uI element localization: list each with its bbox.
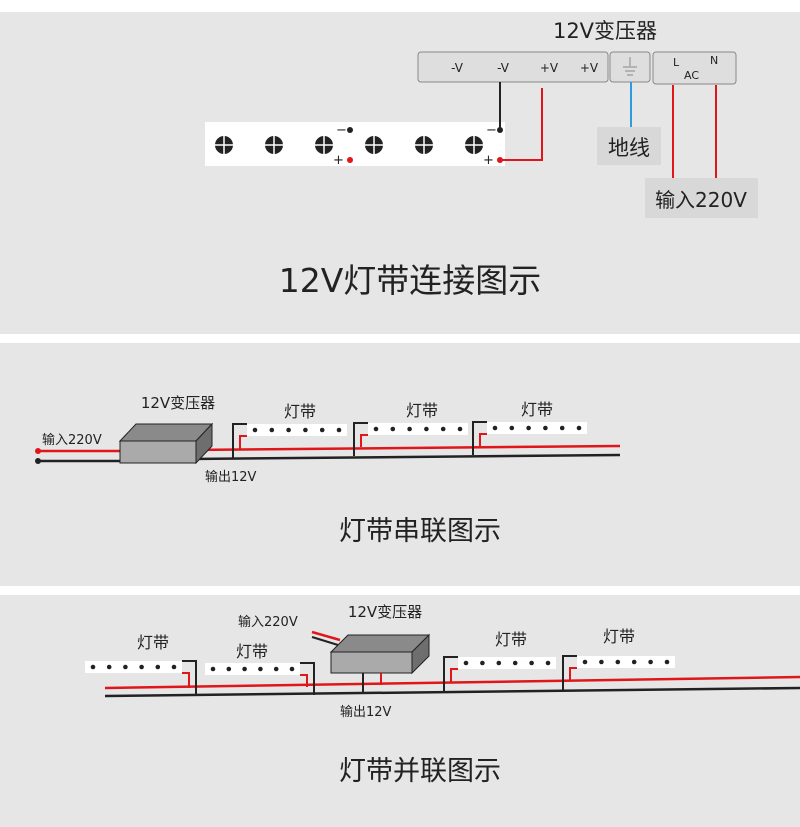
strip-label: 灯带 <box>521 400 553 419</box>
parallel-diagram: 12V变压器 输入220V 输出12V 灯带 灯带 灯带 灯带 灯带并联图示 <box>85 603 800 787</box>
strip-label: 灯带 <box>495 630 527 649</box>
strip-label: 灯带 <box>284 402 316 421</box>
led-pads <box>215 136 483 154</box>
transformer-label: 12V变压器 <box>553 19 657 43</box>
negative-bus <box>104 686 800 698</box>
transformer-label: 12V变压器 <box>141 394 215 412</box>
terminal-label: +V <box>540 61 559 75</box>
ac-label: AC <box>684 69 699 82</box>
output-label: 输出12V <box>205 469 257 485</box>
panel-title: 12V灯带连接图示 <box>279 261 542 300</box>
panel-parallel <box>0 595 800 827</box>
terminal-label: +V <box>580 61 599 75</box>
plus-label: + <box>333 153 344 168</box>
panel-series <box>0 343 800 586</box>
ac-terminal <box>652 51 737 85</box>
terminal-label: -V <box>497 61 510 75</box>
led-strip <box>205 662 315 695</box>
dc-terminal-block <box>417 51 609 83</box>
led-strip <box>232 423 347 458</box>
positive-bus <box>189 444 621 452</box>
led-strip <box>85 660 197 696</box>
led-strips <box>232 421 587 458</box>
led-strip <box>205 122 505 166</box>
strip-label: 灯带 <box>406 401 438 420</box>
series-diagram: 12V变压器 输入220V 输出12V 灯带 灯带 灯带 灯带串联图示 <box>35 394 621 547</box>
transformer-box <box>118 422 214 465</box>
positive-bus <box>104 675 800 690</box>
panel-title: 灯带并联图示 <box>339 756 501 787</box>
ac-l-label: L <box>673 56 680 69</box>
minus-label: − <box>336 123 347 138</box>
led-strip <box>472 421 587 455</box>
led-strip <box>562 655 675 690</box>
positive-wire <box>500 88 543 161</box>
ac-n-label: N <box>710 54 718 67</box>
led-strip <box>443 656 556 692</box>
input-label: 输入220V <box>42 432 102 448</box>
transformer-box <box>329 633 431 692</box>
transformer-label: 12V变压器 <box>348 603 422 621</box>
strip-label: 灯带 <box>236 642 268 661</box>
plus-label: + <box>483 153 494 168</box>
negative-bus <box>189 453 621 461</box>
led-strip <box>353 422 468 456</box>
minus-label: − <box>486 123 497 138</box>
output-label: 输出12V <box>340 704 392 720</box>
led-strips <box>85 655 675 696</box>
input-label: 输入220V <box>655 188 747 212</box>
input-label: 输入220V <box>238 614 298 630</box>
terminal-label: -V <box>451 61 464 75</box>
ac-wires <box>672 85 717 178</box>
ground-label: 地线 <box>608 136 650 160</box>
connection-diagram: 12V变压器 -V -V +V +V L N AC − + − + <box>205 19 758 300</box>
strip-label: 灯带 <box>603 627 635 646</box>
ground-icon <box>623 57 637 76</box>
strip-label: 灯带 <box>137 633 169 652</box>
panel-title: 灯带串联图示 <box>339 516 501 547</box>
